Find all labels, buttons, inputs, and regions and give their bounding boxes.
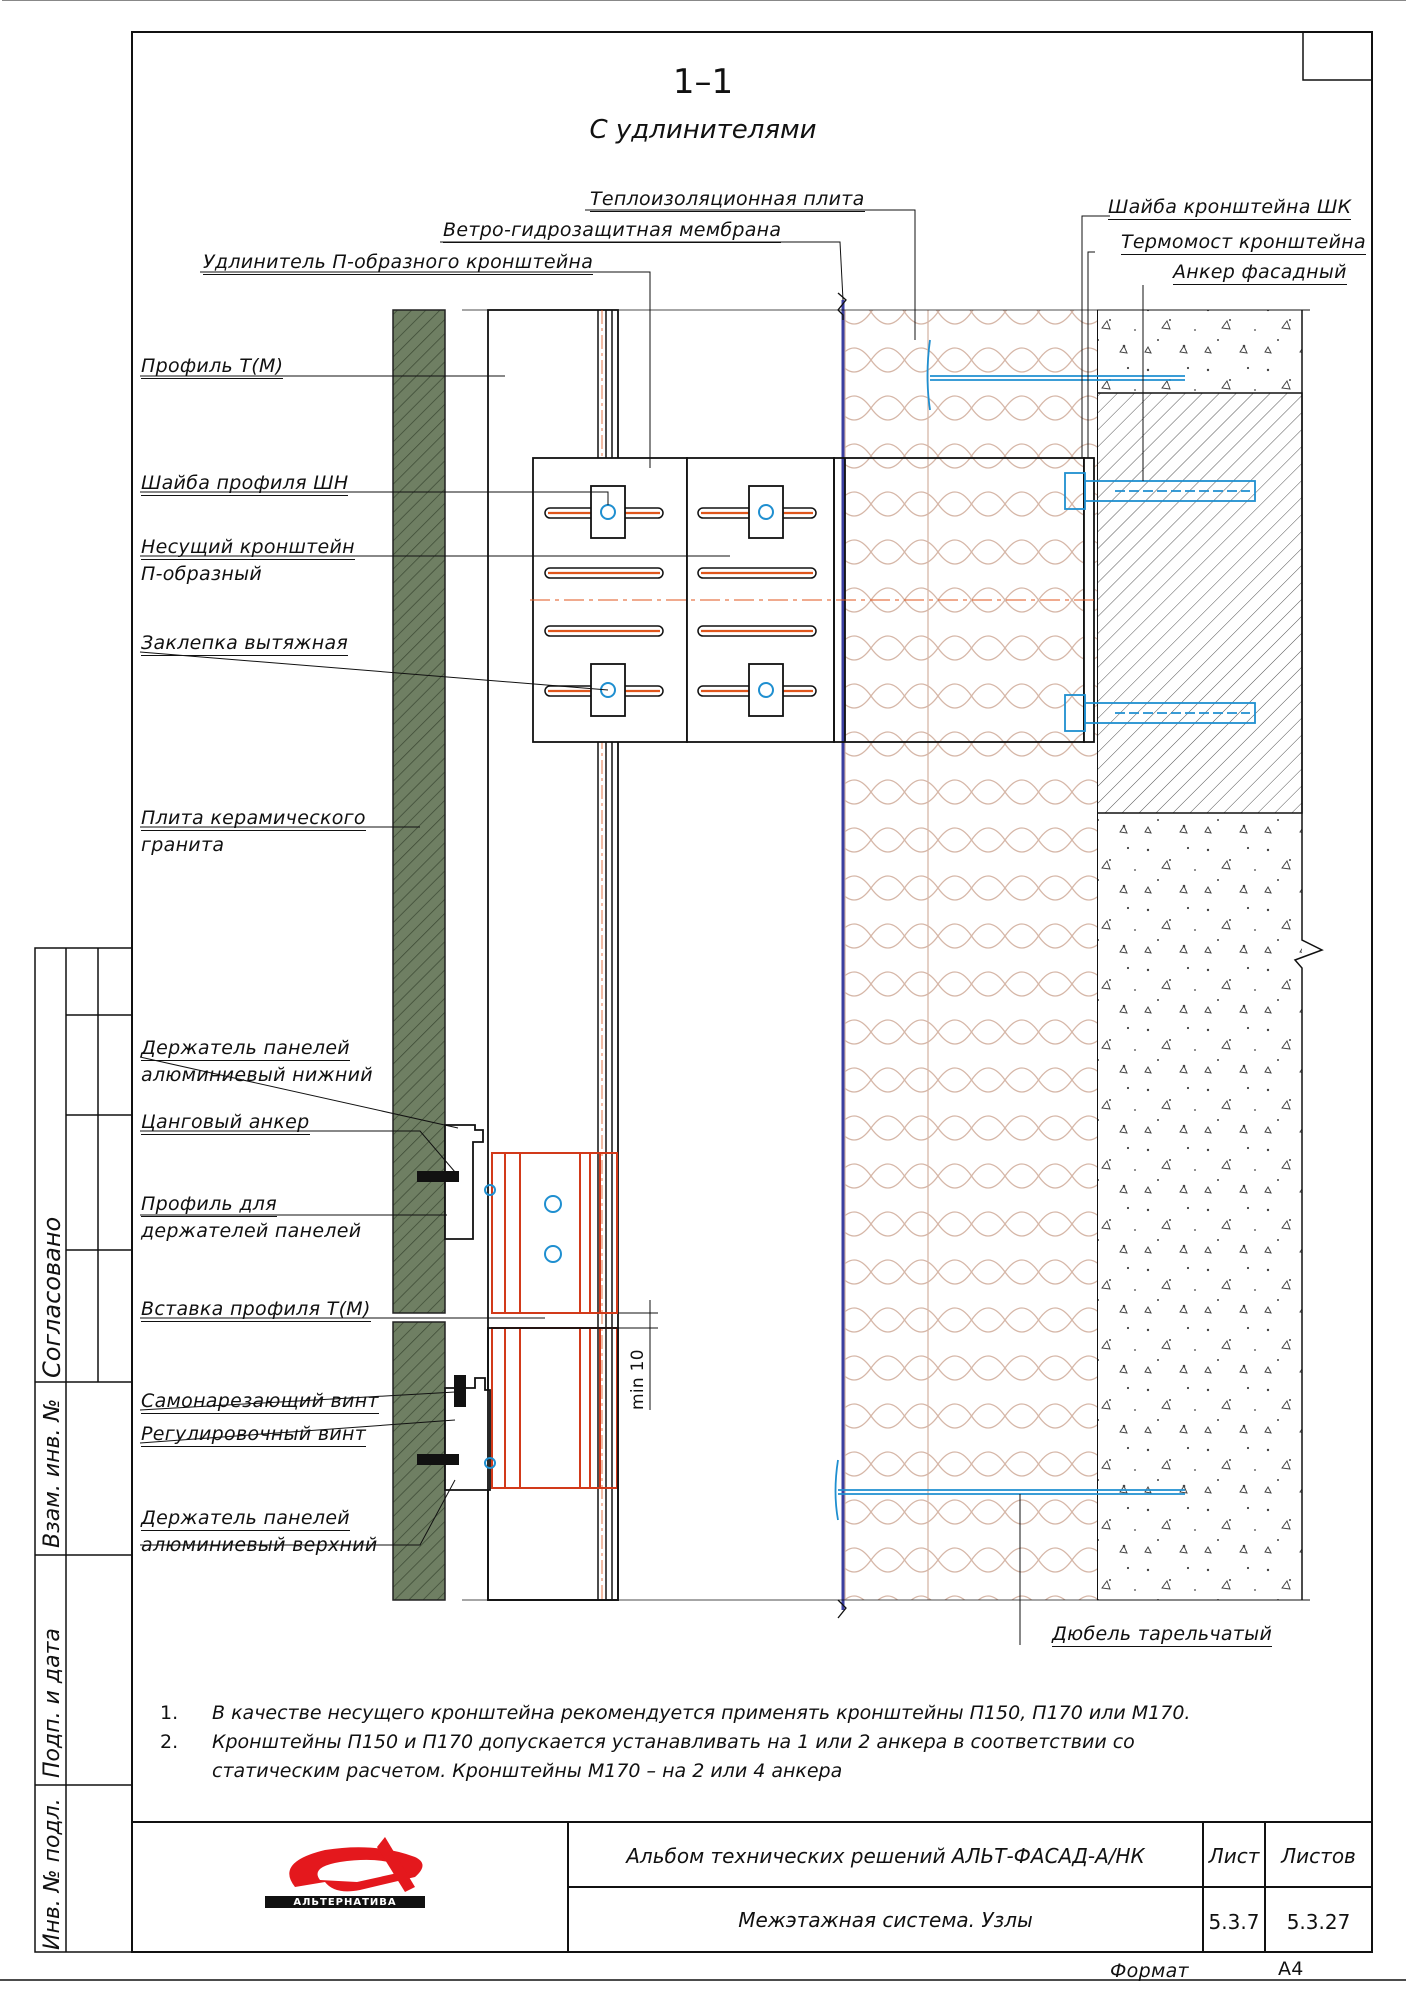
section-title: 1–1 [672,62,734,102]
note-3: статическим расчетом. Кронштейны М170 – … [160,1760,842,1782]
label-shaiba-sh: Шайба профиля ШН [141,472,349,496]
format-label: Формат [1110,1960,1189,1982]
section-subtitle: С удлинителями [589,115,817,145]
label-termomost: Термомост кронштейна [1121,231,1366,255]
label-plita-1: Плита керамического [141,807,366,831]
label-udlinitel: Удлинитель П-образного кронштейна [203,251,594,275]
rivet-slots [544,507,817,697]
stamp-vzam: Взам. инв. № [40,1398,65,1548]
washers [590,485,784,717]
label-derzh-ver-2: алюминиевый верхний [141,1534,378,1556]
list-label: Лист [1208,1844,1260,1868]
title-block [132,1821,1372,1952]
label-vstavka: Вставка профиля Т(М) [141,1298,371,1322]
label-membrana: Ветро-гидрозащитная мембрана [443,219,782,243]
label-tsang: Цанговый анкер [141,1111,310,1135]
logo-text: АЛЬТЕРНАТИВА [293,1897,397,1908]
label-profil-dl-1: Профиль для [141,1193,277,1217]
note-2: 2. Кронштейны П150 и П170 допускается уст… [160,1731,1135,1753]
facade-anchors [1064,472,1256,732]
album-title: Альбом технических решений АЛЬТ-ФАСАД-А/… [626,1844,1145,1868]
note-1-text: В качестве несущего кронштейна рекоменду… [212,1702,1191,1724]
label-profil-t: Профиль Т(М) [141,355,284,379]
label-derzh-niz-2: алюминиевый нижний [141,1064,373,1086]
label-shaiba-shk: Шайба кронштейна ШК [1108,196,1352,220]
dimension-min10: min 10 [628,1349,648,1410]
label-regul: Регулировочный винт [141,1423,367,1447]
corner-box [1302,31,1373,81]
block-wall [1096,392,1303,814]
insulation-board [845,310,1097,1600]
sheet-name: Межэтажная система. Узлы [738,1908,1033,1932]
listov-label: Листов [1281,1844,1356,1868]
logo-icon [265,1837,425,1908]
label-zaklepka: Заклепка вытяжная [141,632,349,656]
label-teploizol: Теплоизоляционная плита [590,188,865,212]
note-2-text: Кронштейны П150 и П170 допускается устан… [212,1731,1135,1753]
label-profil-dl-2: держателей панелей [141,1220,362,1242]
stamp-soglasovano: Согласовано [38,1216,66,1378]
stamp-inv: Инв. № подл. [40,1798,65,1950]
label-anker: Анкер фасадный [1173,261,1347,285]
label-samonar: Самонарезающий винт [141,1390,379,1414]
note-1: 1. В качестве несущего кронштейна рекомен… [160,1702,1190,1724]
label-derzh-niz-1: Держатель панелей [141,1037,350,1061]
side-stamp [34,947,133,1953]
note-1-num: 1. [160,1702,179,1724]
label-dubel: Дюбель тарельчатый [1052,1623,1273,1647]
label-nesush-1: Несущий кронштейн [141,536,355,560]
stamp-podp: Подп. и дата [40,1628,65,1778]
label-derzh-ver-1: Держатель панелей [141,1507,350,1531]
note-3-text: статическим расчетом. Кронштейны М170 – … [212,1760,843,1782]
list-value: 5.3.7 [1208,1910,1260,1934]
listov-value: 5.3.27 [1286,1910,1351,1934]
label-plita-2: гранита [141,834,225,856]
note-2-num: 2. [160,1731,179,1753]
granite-panel-top [392,309,446,1314]
rivets [600,504,774,698]
format-value: А4 [1278,1958,1304,1980]
label-nesush-2: П-образный [141,563,263,585]
